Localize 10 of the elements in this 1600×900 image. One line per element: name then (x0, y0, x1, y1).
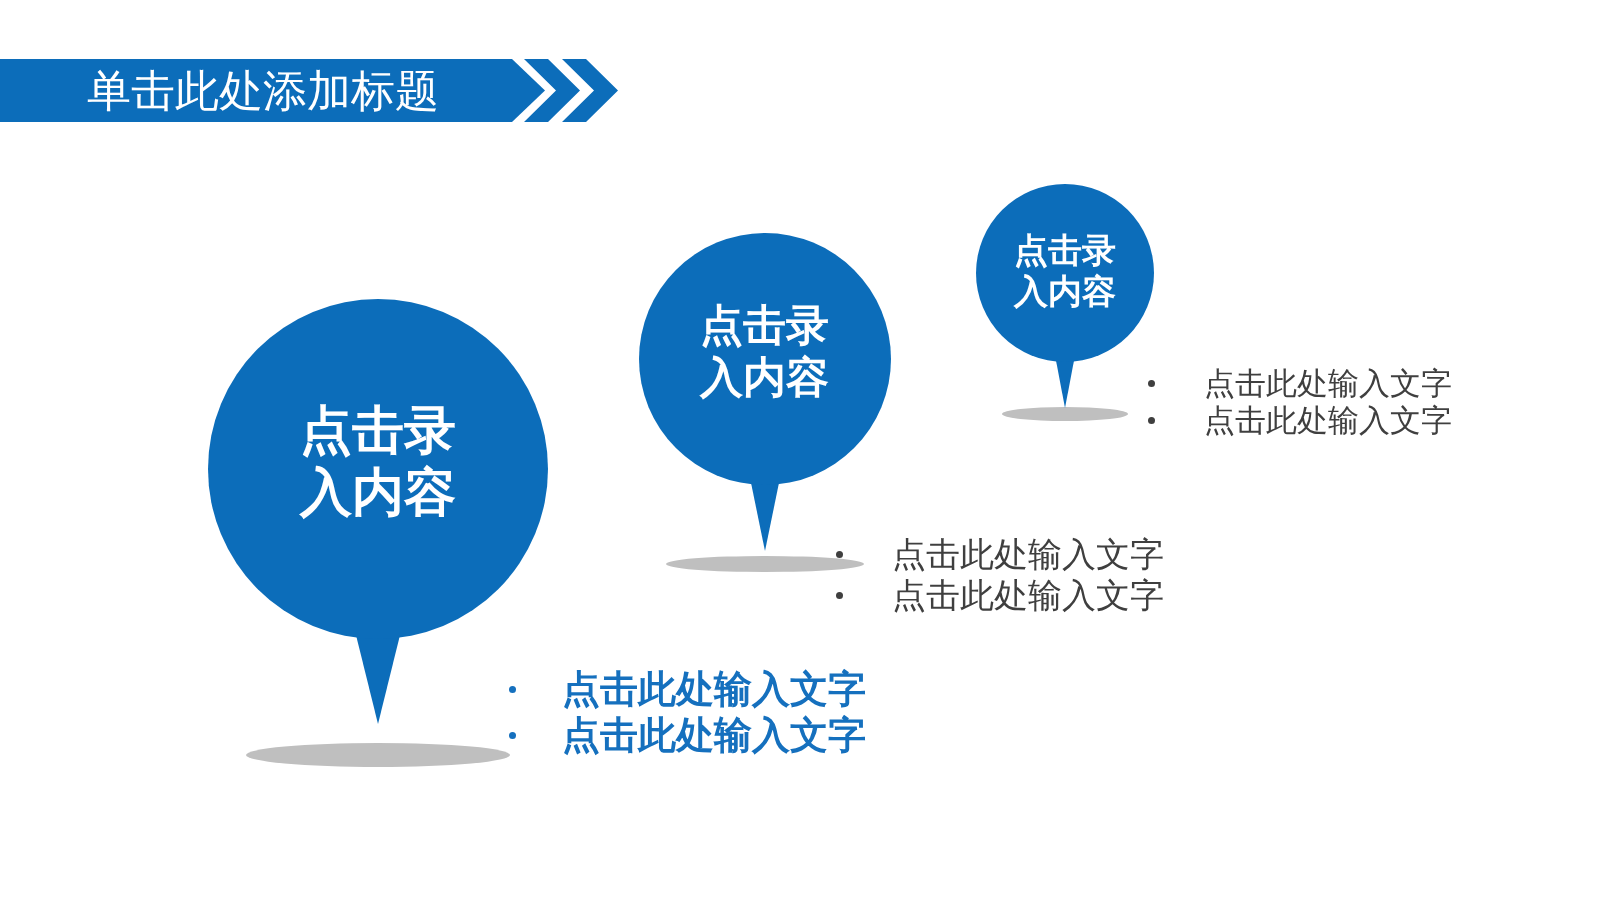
bullet-text: 点击此处输入文字 (892, 574, 1164, 616)
bullet-text: 点击此处输入文字 (562, 666, 866, 712)
title: 单击此处添加标题 (87, 64, 439, 118)
pin-label: 点击录入内容 (298, 398, 457, 524)
bullet-text: 点击此处输入文字 (562, 712, 866, 758)
bullet-text: 点击此处输入文字 (1204, 364, 1452, 402)
pin-label: 点击录入内容 (698, 300, 831, 404)
pin-label: 点击录入内容 (1013, 230, 1117, 312)
bullet-text: 点击此处输入文字 (892, 533, 1164, 575)
bullet-text: 点击此处输入文字 (1204, 401, 1452, 439)
